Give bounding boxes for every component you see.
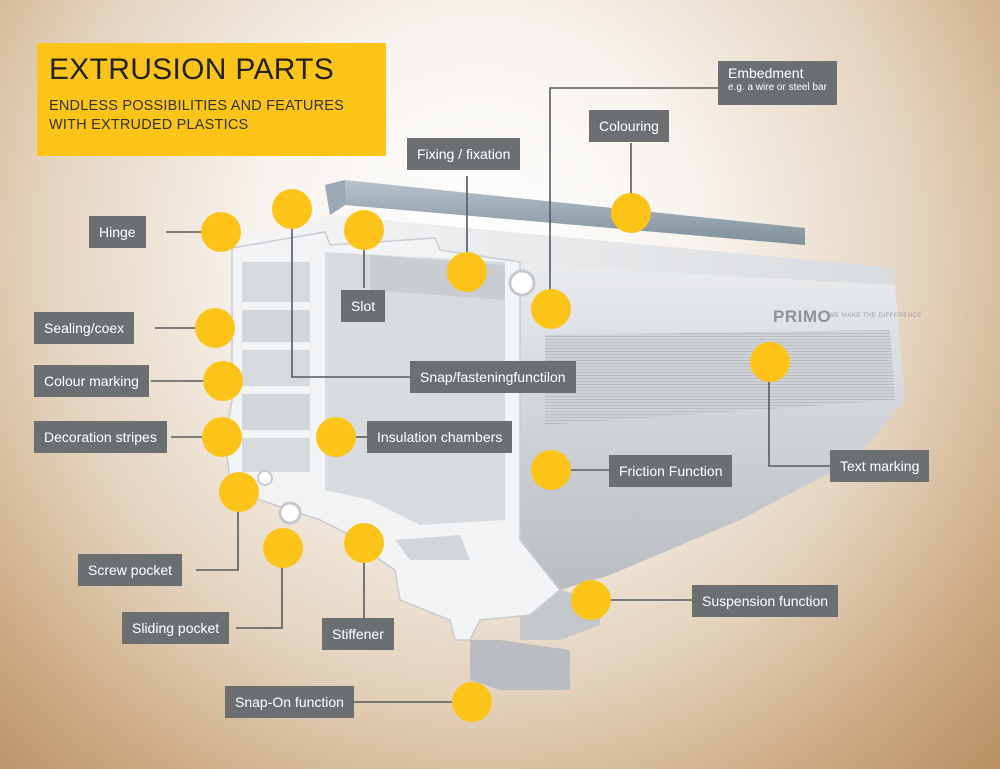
label-insulation: Insulation chambers <box>367 421 513 453</box>
label-sliding-pocket: Sliding pocket <box>122 612 230 644</box>
profile-side-face <box>470 265 905 690</box>
marker-snap-on <box>452 682 492 722</box>
brand-tagline: WE MAKE THE DIFFERENCE <box>829 313 922 319</box>
label-sealing: Sealing/coex <box>34 312 135 344</box>
marker-suspension <box>571 580 611 620</box>
marker-decoration-stripes <box>202 417 242 457</box>
marker-screw-pocket <box>219 472 259 512</box>
marker-colouring <box>611 193 651 233</box>
page-subtitle: ENDLESS POSSIBILITIES AND FEATURES WITH … <box>49 98 345 133</box>
marker-text-marking <box>750 342 790 382</box>
marker-fixing <box>447 252 487 292</box>
label-suspension: Suspension function <box>692 585 839 617</box>
label-screw-pocket: Screw pocket <box>78 554 183 586</box>
title-box: EXTRUSION PARTS ENDLESS POSSIBILITIES AN… <box>37 43 386 156</box>
marker-hinge <box>201 212 241 252</box>
feature-markers <box>195 189 790 722</box>
marker-friction <box>531 450 571 490</box>
marker-slot <box>344 210 384 250</box>
marker-snap-fastening <box>272 189 312 229</box>
brand-logo-text: PRIMO <box>773 307 832 326</box>
label-colour-marking: Colour marking <box>34 365 149 397</box>
label-colouring: Colouring <box>589 110 669 142</box>
label-stiffener: Stiffener <box>322 618 394 650</box>
label-fixing: Fixing / fixation <box>407 138 521 170</box>
marker-sliding-pocket <box>263 528 303 568</box>
profile-top-surface <box>235 215 895 285</box>
marker-insulation <box>316 417 356 457</box>
marker-colour-marking <box>203 361 243 401</box>
page-title: EXTRUSION PARTS <box>49 53 335 86</box>
top-seal-strip <box>325 180 805 245</box>
label-decoration-stripes: Decoration stripes <box>34 421 167 453</box>
label-embedment-title: Embedment <box>728 65 804 81</box>
label-snap-fastening: Snap/fasteningfunctilon <box>410 361 576 393</box>
label-friction: Friction Function <box>609 455 733 487</box>
label-embedment: Embedment e.g. a wire or steel bar <box>718 61 837 105</box>
label-embedment-sub: e.g. a wire or steel bar <box>728 82 827 93</box>
label-text-marking: Text marking <box>830 450 930 482</box>
label-slot: Slot <box>341 290 386 322</box>
label-hinge: Hinge <box>89 216 146 248</box>
marker-embedment <box>531 289 571 329</box>
label-snap-on: Snap-On function <box>225 686 354 718</box>
marker-sealing <box>195 308 235 348</box>
marker-stiffener <box>344 523 384 563</box>
